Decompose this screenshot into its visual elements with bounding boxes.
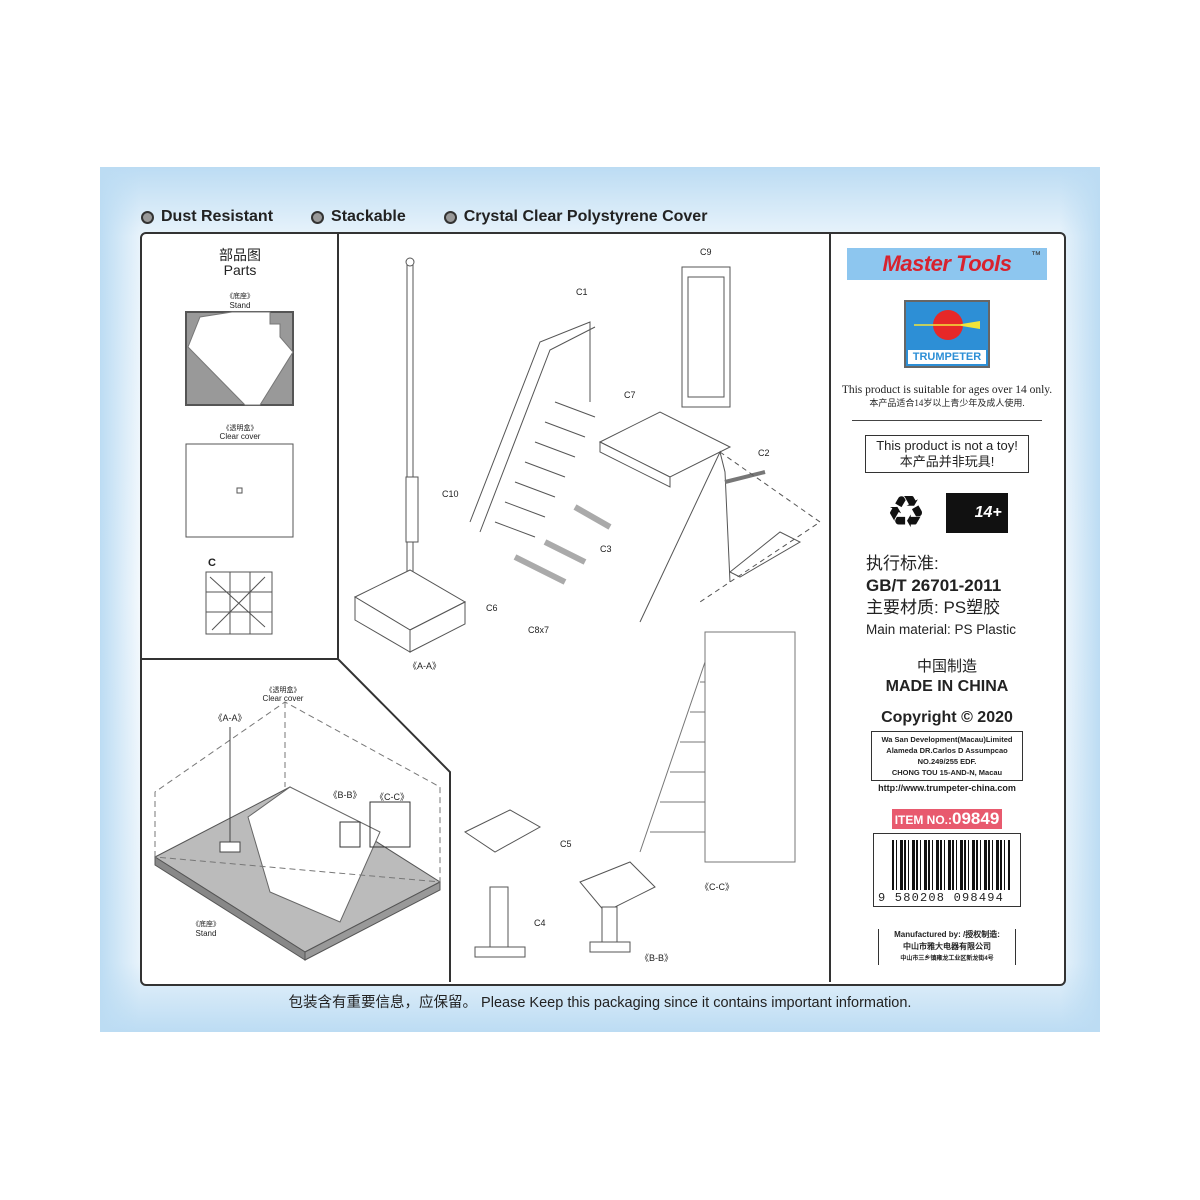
address-line: Alameda DR.Carlos D Assumpcao: [886, 746, 1008, 755]
made-en: MADE IN CHINA: [885, 678, 1009, 695]
part-label-c1: C1: [576, 287, 588, 297]
cover-label-en: Clear cover: [220, 432, 261, 441]
assembly-diagrams: 部品图 Parts 《底座》 Stand 《透明盒》 Clear cover C…: [140, 232, 831, 982]
not-toy-cn: 本产品并非玩具!: [899, 454, 995, 469]
bullet-icon: [311, 210, 325, 224]
feature-label: Crystal Clear Polystyrene Cover: [463, 208, 708, 225]
made-cn: 中国制造: [916, 658, 977, 675]
feature-item: Stackable: [311, 208, 406, 226]
address-line: CHONG TOU 15-AND-N, Macau: [891, 768, 1003, 777]
address-line: NO.249/255 EDF.: [917, 757, 977, 766]
item-number: 09849: [952, 809, 1000, 828]
age-cn: 本产品适合14岁以上青少年及成人使用.: [869, 398, 1025, 408]
part-label-aa: 《A-A》: [408, 661, 441, 671]
stand-label-cn: 《底座》: [226, 291, 254, 300]
not-toy-box: This product is not a toy!本产品并非玩具!: [865, 435, 1029, 473]
stand-part-image: [185, 311, 294, 406]
trademark: ™: [1031, 250, 1041, 261]
manufacturer-label: Manufactured by: /授权制造:: [894, 930, 1000, 939]
part-label-c5: C5: [560, 839, 572, 849]
feature-label: Dust Resistant: [161, 208, 274, 225]
logo-text: Master Tools: [882, 251, 1012, 276]
divider: [852, 420, 1042, 421]
part-label-bb: 《B-B》: [640, 953, 673, 963]
part-label-c6: C6: [486, 603, 498, 613]
not-toy-en: This product is not a toy!: [876, 438, 1018, 453]
sprue-label: C: [208, 557, 216, 569]
master-tools-logo: Master Tools ™: [847, 248, 1047, 280]
part-label-c10: C10: [442, 489, 459, 499]
part-label-c3: C3: [600, 544, 612, 554]
bullet-icon: [141, 210, 154, 224]
part-label-c9: C9: [700, 247, 712, 257]
recycle-icon: ♻: [886, 488, 926, 537]
exploded-diagram: [353, 257, 821, 958]
assembly-aa-label: 《A-A》: [213, 713, 246, 723]
address-box: Wa San Development(Macau)Limited Alameda…: [871, 731, 1023, 781]
parts-title-cn: 部品图: [219, 247, 261, 263]
assembly-stand-en: Stand: [196, 929, 217, 938]
item-number-badge: ITEM NO.:09849: [891, 809, 1003, 829]
part-label-c7: C7: [624, 390, 636, 400]
standard-code: GB/T 26701-2011: [866, 576, 1002, 595]
age-14-icon: 14+: [945, 493, 1008, 533]
copyright: Copyright © 2020: [881, 709, 1013, 726]
trumpeter-label: TRUMPETER: [908, 350, 986, 364]
part-label-c2: C2: [758, 448, 770, 458]
parts-title-en: Parts: [224, 262, 257, 278]
website-url: http://www.trumpeter-china.com: [878, 783, 1016, 793]
manufacturer-name: 中山市雅大电器有限公司: [903, 942, 991, 951]
trumpeter-logo: TRUMPETER: [904, 300, 990, 368]
manufacturer-address: 中山市三乡镇雍龙工业区新龙街4号: [900, 956, 994, 962]
feature-list: Dust Resistant Stackable Crystal Clear P…: [141, 208, 745, 226]
age-notice: This product is suitable for ages over 1…: [832, 384, 1062, 410]
part-label-c8: C8x7: [528, 625, 549, 635]
standard-label: 执行标准:: [866, 554, 939, 573]
part-label-cc: 《C-C》: [700, 882, 734, 892]
info-column: Master Tools ™ TRUMPETER This product is …: [832, 234, 1062, 982]
made-in-china: 中国制造 MADE IN CHINA: [832, 657, 1062, 697]
assembly-cc-label: 《C-C》: [375, 792, 409, 802]
address-line: Wa San Development(Macau)Limited: [881, 735, 1013, 744]
material-en: Main material: PS Plastic: [866, 622, 1017, 637]
standard-info: 执行标准: GB/T 26701-2011 主要材质: PS塑胶 Main ma…: [832, 553, 1062, 641]
feature-label: Stackable: [331, 208, 406, 225]
assembly-stand-cn: 《底座》: [192, 919, 220, 928]
assembly-cover-en: Clear cover: [263, 694, 304, 703]
divider: [140, 658, 451, 982]
barcode-icon: [892, 840, 1010, 890]
age-badge: 14+: [974, 504, 1002, 521]
item-label: ITEM NO.:: [894, 813, 953, 827]
feature-item: Crystal Clear Polystyrene Cover: [443, 208, 708, 226]
material-cn: 主要材质: PS塑胶: [866, 598, 1001, 617]
trumpet-icon: [914, 321, 980, 329]
stand-label-en: Stand: [230, 301, 251, 310]
part-label-c4: C4: [534, 918, 546, 928]
manufacturer-info: Manufactured by: /授权制造: 中山市雅大电器有限公司 中山市三…: [878, 929, 1016, 965]
footer-notice: 包装含有重要信息，应保留。 Please Keep this packaging…: [288, 995, 912, 1011]
cover-label-cn: 《透明盒》: [223, 423, 258, 432]
barcode-number: 9 580208 098494: [878, 891, 1005, 905]
assembly-bb-label: 《B-B》: [328, 790, 361, 800]
assembly-cover-cn: 《透明盒》: [266, 685, 301, 694]
clear-cover-part-image: [185, 443, 294, 538]
age-en: This product is suitable for ages over 1…: [841, 384, 1053, 396]
assembled-view: [153, 701, 442, 961]
bullet-icon: [443, 210, 457, 224]
sprue-part-image: [205, 571, 273, 635]
feature-item: Dust Resistant: [141, 208, 273, 226]
barcode: 9 580208 098494: [873, 833, 1021, 907]
